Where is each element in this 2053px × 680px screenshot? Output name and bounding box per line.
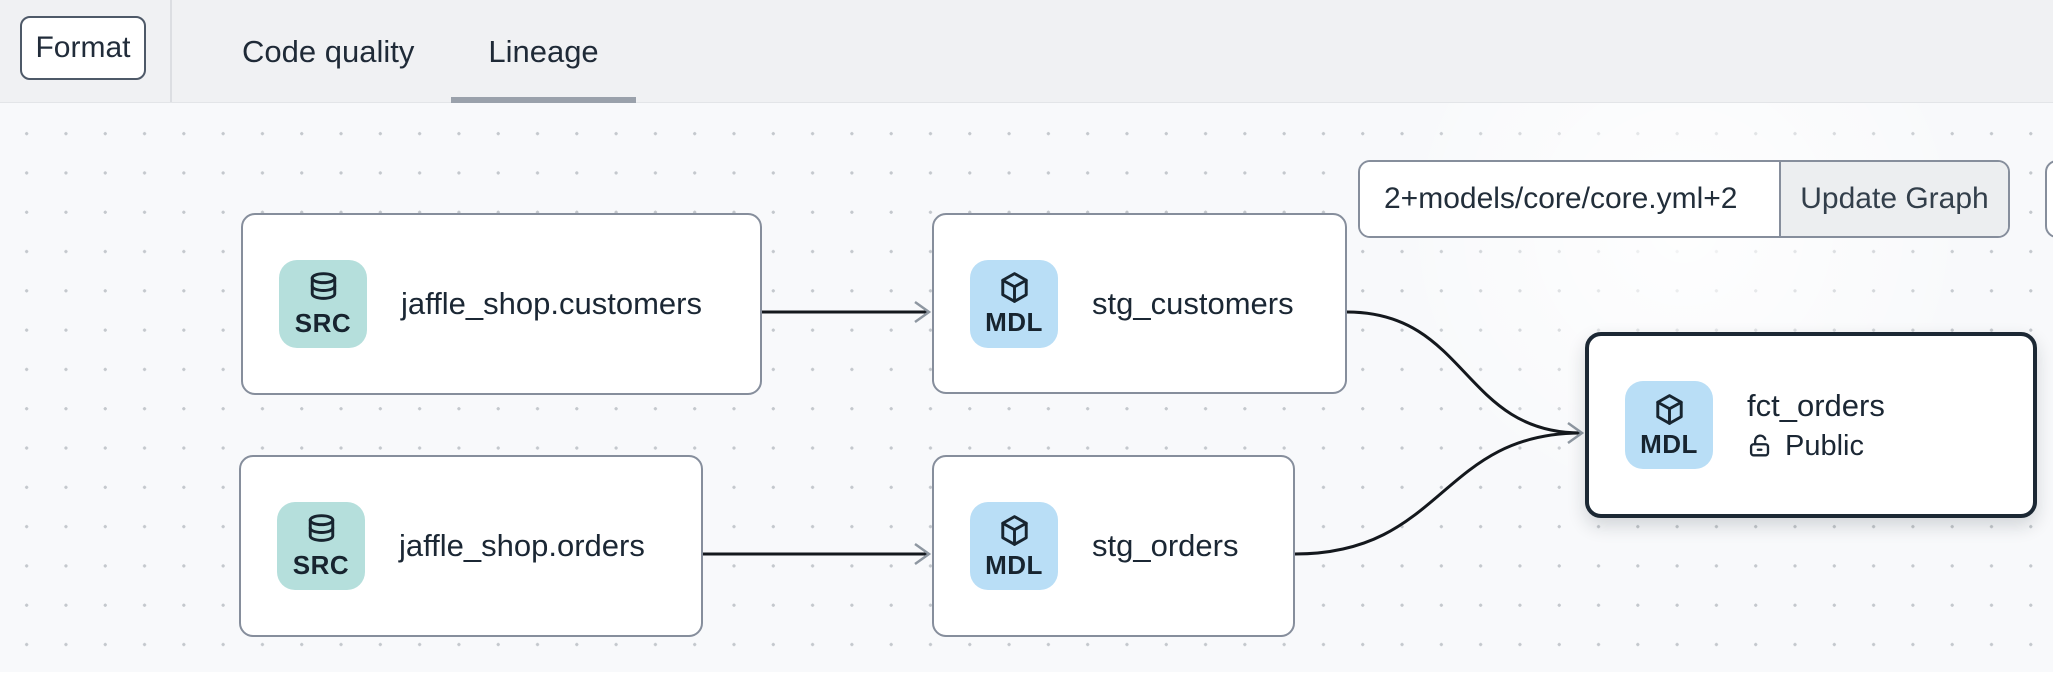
- source-badge: SRC: [279, 260, 367, 348]
- node-jaffle-shop-customers[interactable]: SRC jaffle_shop.customers: [241, 213, 762, 395]
- node-stg-orders[interactable]: MDL stg_orders: [932, 455, 1295, 637]
- badge-label: MDL: [985, 307, 1043, 337]
- selector-group: Update Graph: [1358, 160, 2010, 238]
- source-badge: SRC: [277, 502, 365, 590]
- unlock-icon: [1749, 434, 1770, 457]
- partial-right-button[interactable]: [2045, 160, 2053, 238]
- database-icon: [308, 513, 334, 542]
- tab-code-quality[interactable]: Code quality: [242, 33, 415, 69]
- package-icon: [1000, 514, 1028, 546]
- model-badge: MDL: [970, 259, 1058, 348]
- badge-label: MDL: [1640, 428, 1698, 459]
- node-title: jaffle_shop.customers: [401, 286, 702, 321]
- bottom-strip: [0, 672, 2053, 680]
- package-icon: [1655, 393, 1683, 425]
- format-button[interactable]: Format: [20, 16, 146, 80]
- package-icon: [1000, 272, 1028, 303]
- node-title: fct_orders: [1747, 387, 1885, 423]
- update-graph-button[interactable]: Update Graph: [1779, 162, 2008, 236]
- tab-lineage[interactable]: Lineage: [451, 0, 637, 103]
- badge-label: MDL: [985, 549, 1043, 580]
- node-title: jaffle_shop.orders: [399, 528, 645, 563]
- node-title: stg_orders: [1092, 528, 1239, 563]
- header-bar: Format Code quality Lineage: [0, 0, 2053, 103]
- badge-label: SRC: [292, 549, 350, 580]
- database-icon: [310, 271, 336, 300]
- model-badge: MDL: [1625, 381, 1713, 469]
- node-stg-customers[interactable]: MDL stg_customers: [932, 213, 1347, 394]
- model-badge: MDL: [970, 502, 1058, 590]
- tab-bar: Code quality Lineage: [205, 0, 637, 103]
- header-divider: [170, 0, 172, 102]
- access-label: Public: [1785, 429, 1864, 462]
- node-title: stg_customers: [1092, 285, 1294, 321]
- node-jaffle-shop-orders[interactable]: SRC jaffle_shop.orders: [239, 455, 703, 637]
- access-row: Public: [1747, 430, 1885, 463]
- selector-input[interactable]: [1360, 162, 1779, 236]
- node-fct-orders[interactable]: MDL fct_orders Public: [1585, 332, 2037, 518]
- node-text: fct_orders Public: [1747, 388, 1885, 463]
- badge-label: SRC: [294, 307, 352, 338]
